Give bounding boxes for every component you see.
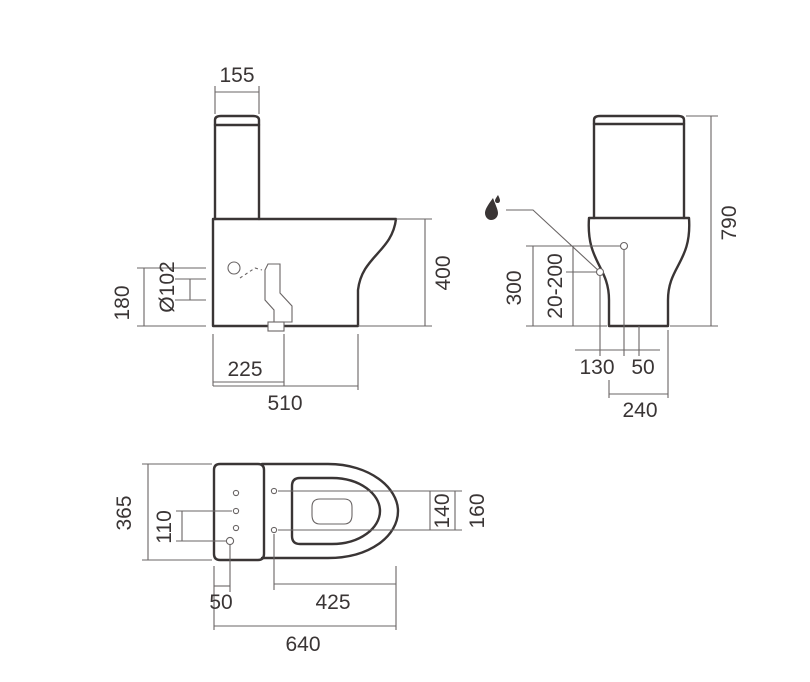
dim-inlet-offset: 130 (579, 356, 614, 379)
top-view-cistern (212, 462, 266, 562)
dim-outlet-offset: 50 (631, 356, 654, 379)
dim-wall-offset: 50 (209, 591, 232, 614)
dim-base-width: 240 (622, 399, 657, 422)
water-drop-icon (485, 198, 498, 220)
front-view-bowl (587, 216, 691, 328)
fixing-point-1 (232, 489, 240, 497)
side-view-cistern (213, 114, 261, 221)
water-supply-leader (506, 209, 601, 273)
water-drop-small-icon (495, 195, 500, 203)
side-view-bowl (211, 217, 398, 328)
top-view-bowl (260, 462, 400, 560)
dim-total-height: 790 (718, 205, 741, 240)
fixing-point-3 (232, 507, 240, 515)
front-view: 790 300 20-200 130 50 240 (485, 114, 741, 422)
dim-outlet-distance: 225 (227, 358, 262, 381)
top-view-seat-opening (290, 476, 382, 546)
dim-cistern-width: 155 (219, 64, 254, 87)
side-view: 155 180 Ø102 400 225 510 (111, 64, 455, 415)
front-view-cistern (592, 114, 686, 220)
dim-overall-width: 365 (113, 495, 136, 530)
dim-outlet-range: 20-200 (544, 253, 567, 318)
dim-outlet-diameter: Ø102 (156, 261, 179, 312)
water-inlet-point-top (225, 536, 235, 546)
dim-inner-fixing: 140 (431, 493, 454, 528)
side-pipe-hidden-line (239, 267, 263, 279)
waste-outlet-point (619, 241, 629, 251)
fixing-point-4 (232, 524, 240, 532)
fixing-point-2 (270, 487, 278, 495)
side-waste-pipe (264, 263, 293, 323)
dim-fixing-length: 425 (315, 591, 350, 614)
water-inlet-point (595, 267, 605, 277)
dim-inlet-height: 300 (503, 270, 526, 305)
dim-outlet-height: 180 (111, 285, 134, 320)
top-view: 365 110 140 160 50 425 640 (113, 462, 489, 656)
dim-top-total-length: 640 (285, 633, 320, 656)
dim-fixing-distance: 110 (153, 510, 176, 543)
side-pipe-outlet (267, 321, 285, 332)
dim-total-length: 510 (267, 392, 302, 415)
side-inlet-point (227, 261, 241, 275)
fixing-point-5 (270, 526, 278, 534)
dim-bowl-height: 400 (432, 255, 455, 290)
dim-outer-fixing: 160 (466, 493, 489, 528)
top-view-drain (311, 498, 353, 525)
